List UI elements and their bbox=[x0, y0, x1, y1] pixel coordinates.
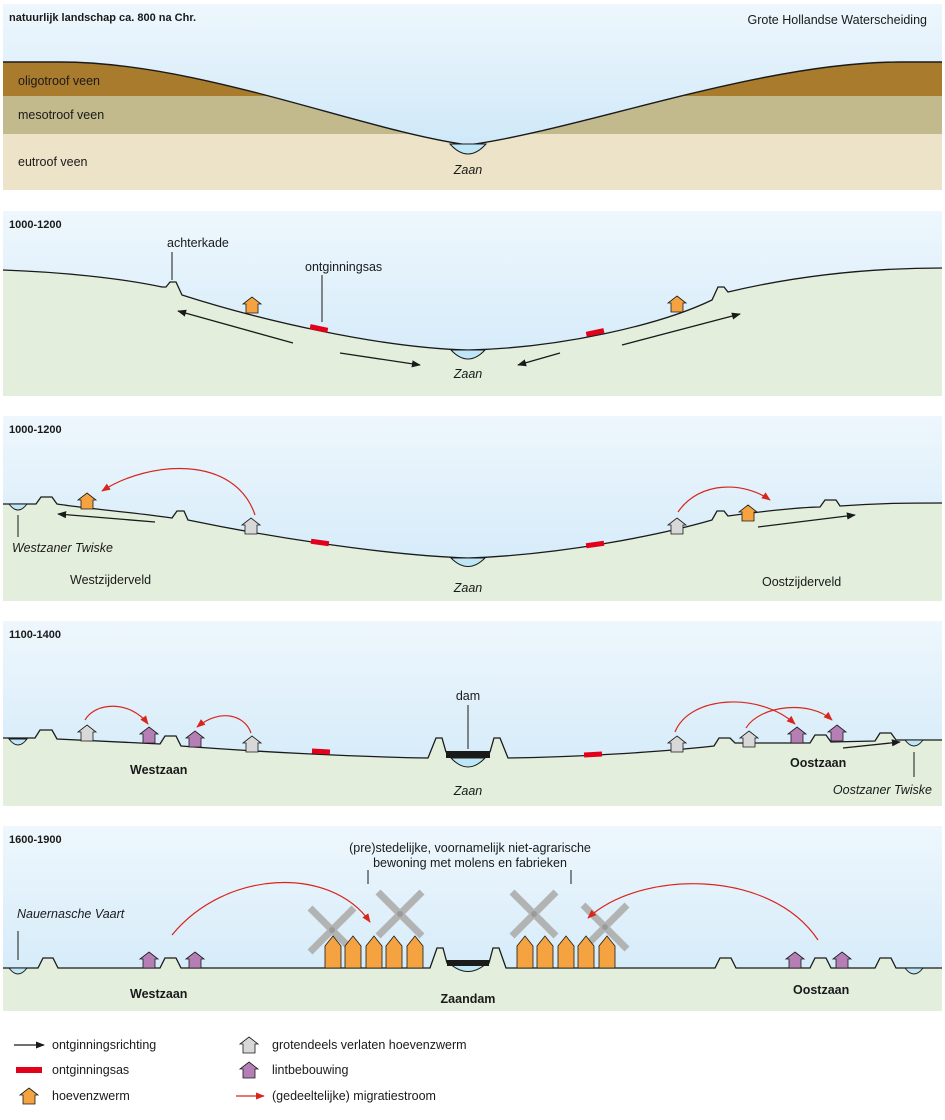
layer-eutroof bbox=[3, 134, 942, 190]
panel3-period: 1000-1200 bbox=[9, 424, 62, 436]
label-achterkade: achterkade bbox=[167, 236, 229, 250]
label-westzaner-twiske: Westzaner Twiske bbox=[12, 541, 113, 555]
legend-lintbebouwing: lintbebouwing bbox=[272, 1063, 348, 1077]
panel-1000-1200-b: 1000-1200 Westzaner Twiske Westzijdervel… bbox=[3, 416, 943, 601]
legend-hoevenzwerm-swatch bbox=[19, 1087, 39, 1105]
legend-migratiestroom: (gedeeltelijke) migratiestroom bbox=[272, 1089, 436, 1103]
panel1-subtitle: Grote Hollandse Waterscheiding bbox=[748, 13, 928, 27]
legend-ontginningsrichting: ontginningsrichting bbox=[52, 1038, 156, 1052]
label-westzaan: Westzaan bbox=[130, 987, 187, 1001]
label-oostzaan: Oostzaan bbox=[793, 983, 849, 997]
layer-label-eutroof: eutroof veen bbox=[18, 155, 88, 169]
label-oostzijderveld: Oostzijderveld bbox=[762, 575, 841, 589]
annotation-line-1: (pre)stedelijke, voornamelijk niet-agrar… bbox=[349, 841, 591, 855]
annotation-line-2: bewoning met molens en fabrieken bbox=[373, 856, 567, 870]
ontginningsas-mark bbox=[309, 324, 329, 333]
river-label: Zaan bbox=[453, 581, 483, 595]
town-houses-east bbox=[516, 935, 616, 969]
label-westzijderveld: Westzijderveld bbox=[70, 573, 151, 587]
label-ontginningsas: ontginningsas bbox=[305, 260, 382, 274]
label-nauernasche-vaart: Nauernasche Vaart bbox=[17, 907, 125, 921]
label-zaandam: Zaandam bbox=[441, 992, 496, 1006]
legend-axis-swatch bbox=[16, 1067, 42, 1073]
panel2-period: 1000-1200 bbox=[9, 219, 62, 231]
migration-arrow bbox=[677, 486, 771, 513]
legend: ontginningsrichting ontginningsas hoeven… bbox=[14, 1036, 467, 1105]
panel-1600-1900: 1600-1900 (pre)stedelijke, voornamelijk … bbox=[3, 826, 942, 1011]
panel1-title: natuurlijk landschap ca. 800 na Chr. bbox=[9, 12, 196, 24]
direction-arrow bbox=[621, 312, 741, 346]
migration-arrow bbox=[101, 467, 256, 516]
label-oostzaan: Oostzaan bbox=[790, 756, 846, 770]
panel4-period: 1100-1400 bbox=[9, 629, 61, 641]
river-label: Zaan bbox=[453, 784, 483, 798]
river-label: Zaan bbox=[453, 367, 483, 381]
layer-label-mesotroof: mesotroof veen bbox=[18, 108, 104, 122]
panel-1100-1400: 1100-1400 dam Westzaan Oostzaan Oostzane… bbox=[3, 621, 942, 806]
panel-natural-landscape: natuurlijk landschap ca. 800 na Chr. Gro… bbox=[3, 4, 942, 190]
legend-ontginningsas: ontginningsas bbox=[52, 1063, 129, 1077]
legend-lintbebouwing-swatch bbox=[239, 1061, 259, 1079]
legend-verlaten-swatch bbox=[239, 1036, 259, 1054]
direction-arrow bbox=[339, 352, 421, 368]
river-label: Zaan bbox=[453, 163, 483, 177]
layer-label-oligotroof: oligotroof veen bbox=[18, 74, 100, 88]
legend-hoevenzwerm: hoevenzwerm bbox=[52, 1089, 130, 1103]
ontginningsas-mark bbox=[585, 328, 605, 337]
label-dam: dam bbox=[456, 689, 480, 703]
direction-arrow bbox=[517, 352, 561, 367]
label-oostzaner-twiske: Oostzaner Twiske bbox=[833, 783, 932, 797]
panel-1000-1200-a: 1000-1200 achterkade ontginningsas Zaan bbox=[2, 211, 943, 396]
panel5-period: 1600-1900 bbox=[9, 834, 62, 846]
label-westzaan: Westzaan bbox=[130, 763, 187, 777]
dam bbox=[446, 751, 490, 758]
legend-verlaten: grotendeels verlaten hoevenzwerm bbox=[272, 1038, 467, 1052]
direction-arrow bbox=[177, 309, 294, 344]
town-houses-west bbox=[324, 935, 424, 969]
zaan-river bbox=[448, 143, 488, 155]
